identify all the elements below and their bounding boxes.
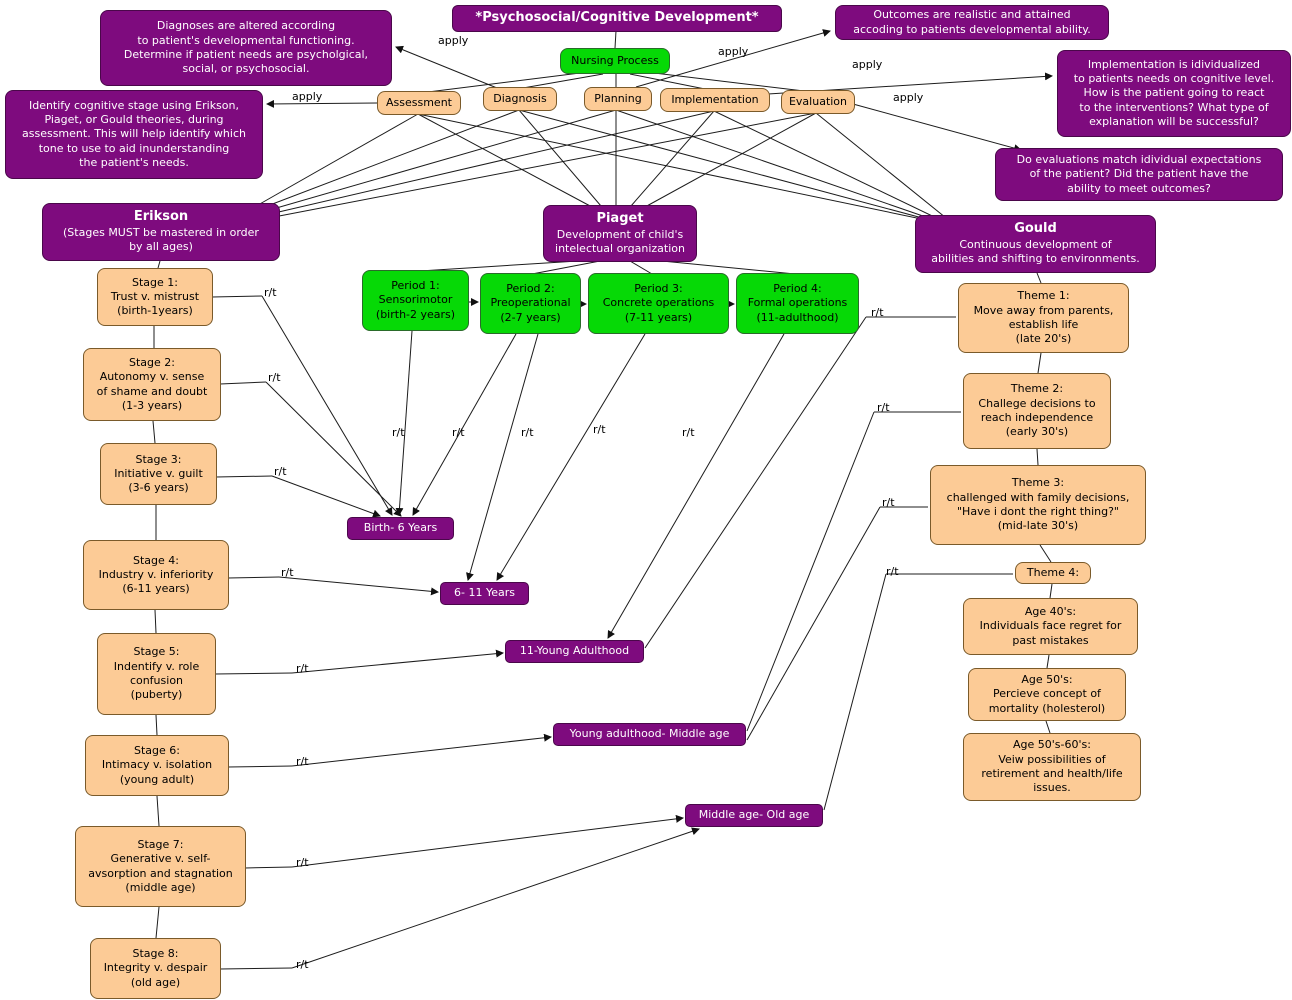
node-stage-7: Stage 7: Generative v. self- avsorption … [75, 826, 246, 907]
node-age-middle-old: Middle age- Old age [685, 804, 823, 827]
node-age-11-young-adult: 11-Young Adulthood [505, 640, 644, 663]
node-theme-3: Theme 3: challenged with family decision… [930, 465, 1146, 545]
node-piaget: Piaget Development of child's intelectua… [543, 205, 697, 262]
note-diagnosis: Diagnoses are altered according to patie… [100, 10, 392, 86]
node-stage-3: Stage 3: Initiative v. guilt (3-6 years) [100, 443, 217, 505]
node-stage-6: Stage 6: Intimacy v. isolation (young ad… [85, 735, 229, 796]
node-age-6-11: 6- 11 Years [440, 582, 529, 605]
edge-label-rt: r/t [882, 496, 895, 509]
node-diagnosis: Diagnosis [483, 87, 557, 111]
edge-label-rt: r/t [268, 371, 281, 384]
edge-label-apply: apply [893, 91, 924, 104]
edge-label-apply: apply [852, 58, 883, 71]
wires-gould [644, 272, 1053, 811]
node-stage-1: Stage 1: Trust v. mistrust (birth-1years… [97, 268, 213, 326]
node-age-young-adult-middle: Young adulthood- Middle age [553, 723, 746, 746]
diagram-title: *Psychosocial/Cognitive Development* [452, 5, 782, 32]
edge-label-rt: r/t [593, 423, 606, 436]
edge-label-rt: r/t [264, 286, 277, 299]
gould-title: Gould [1014, 221, 1057, 237]
edge-label-rt: r/t [296, 856, 309, 869]
node-age-birth-6: Birth- 6 Years [347, 517, 454, 540]
node-stage-5: Stage 5: Indentify v. role confusion (pu… [97, 633, 216, 715]
edge-label-rt: r/t [296, 958, 309, 971]
edge-label-rt: r/t [521, 426, 534, 439]
edge-label-rt: r/t [682, 426, 695, 439]
note-implementation: Implementation is idividualized to patie… [1057, 50, 1291, 137]
edge-label-rt: r/t [886, 565, 899, 578]
node-evaluation: Evaluation [781, 90, 855, 114]
node-assessment: Assessment [377, 91, 461, 115]
piaget-title: Piaget [596, 210, 644, 226]
note-outcomes: Outcomes are realistic and attained acco… [835, 5, 1109, 40]
node-age-50s-60s: Age 50's-60's: Veiw possibilities of ret… [963, 733, 1141, 801]
edge-label-rt: r/t [871, 306, 884, 319]
node-age-50s: Age 50's: Percieve concept of mortality … [968, 668, 1126, 721]
node-stage-8: Stage 8: Integrity v. despair (old age) [90, 938, 221, 999]
node-period-2: Period 2: Preoperational (2-7 years) [480, 273, 581, 334]
erikson-title: Erikson [133, 209, 189, 225]
node-planning: Planning [584, 87, 652, 111]
edge-label-rt: r/t [281, 566, 294, 579]
wires-erikson [152, 260, 700, 970]
node-implementation: Implementation [660, 88, 770, 112]
edge-label-rt: r/t [274, 465, 287, 478]
edge-label-apply: apply [718, 45, 749, 58]
edge-label-apply: apply [438, 34, 469, 47]
node-theme-2: Theme 2: Challege decisions to reach ind… [963, 373, 1111, 449]
wires-piaget [395, 260, 796, 639]
node-theme-4: Theme 4: [1015, 562, 1091, 584]
node-stage-4: Stage 4: Industry v. inferiority (6-11 y… [83, 540, 229, 610]
node-period-3: Period 3: Concrete operations (7-11 year… [588, 273, 729, 334]
node-gould: Gould Continuous development of abilitie… [915, 215, 1156, 273]
edge-label-apply: apply [292, 90, 323, 103]
edge-label-rt: r/t [392, 426, 405, 439]
node-nursing-process: Nursing Process [560, 48, 670, 74]
edge-label-rt: r/t [296, 662, 309, 675]
edge-label-rt: r/t [877, 401, 890, 414]
node-erikson: Erikson (Stages MUST be mastered in orde… [42, 203, 280, 261]
wires-top [266, 29, 1053, 153]
wires-mesh [257, 109, 957, 227]
piaget-subtitle: Development of child's intelectual organ… [555, 227, 685, 255]
note-evaluation: Do evaluations match idividual expectati… [995, 148, 1283, 201]
node-theme-1: Theme 1: Move away from parents, establi… [958, 283, 1129, 353]
gould-subtitle: Continuous development of abilities and … [931, 238, 1140, 266]
edge-label-rt: r/t [452, 426, 465, 439]
node-age-40s: Age 40's: Individuals face regret for pa… [963, 598, 1138, 655]
node-period-4: Period 4: Formal operations (11-adulthoo… [736, 273, 859, 334]
erikson-subtitle: (Stages MUST be mastered in order by all… [63, 226, 259, 254]
node-period-1: Period 1: Sensorimotor (birth-2 years) [362, 270, 469, 331]
note-assessment: Identify cognitive stage using Erikson, … [5, 90, 263, 179]
node-stage-2: Stage 2: Autonomy v. sense of shame and … [83, 348, 221, 421]
edge-label-rt: r/t [296, 755, 309, 768]
